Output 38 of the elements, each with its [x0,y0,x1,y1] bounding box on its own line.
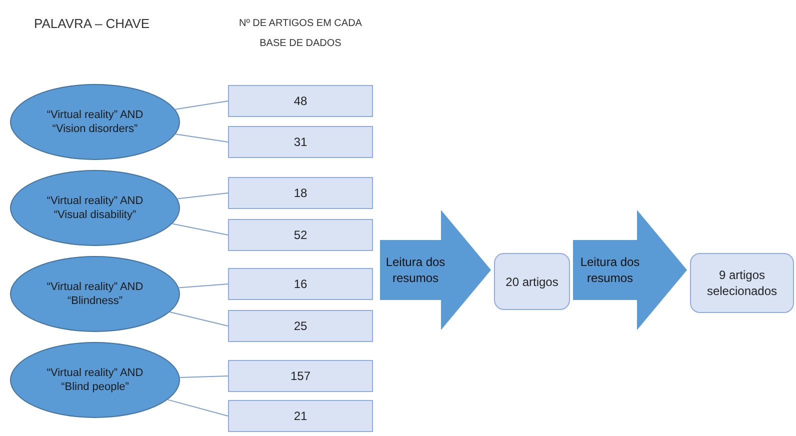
block-arrow [380,210,491,330]
node-text: 25 [294,318,308,335]
count-box [228,219,373,251]
connector-line [179,376,228,378]
count-box [228,400,373,432]
count-box [228,310,373,342]
connector-line [172,223,228,236]
node-text: 21 [294,408,308,425]
node-text: “Virtual reality” AND “Vision disorders” [46,108,144,136]
connector-line [176,192,228,200]
node-text: 20 artigos [506,274,558,290]
node-text: 31 [294,134,308,151]
connector-line [174,100,228,110]
node-text: 157 [290,368,311,385]
node-text: 48 [294,93,308,110]
node-text: 18 [294,185,308,202]
node-text: 9 artigos selecionados [706,267,778,299]
count-box [228,85,373,117]
node-text: “Virtual reality” AND “Visual disability” [46,194,144,222]
connector-line [167,399,228,416]
node-text: 52 [294,227,308,244]
connector-line [178,284,228,288]
edge-label: Leitura dos resumos [579,254,641,287]
node-text: “Virtual reality” AND “Blindness” [46,280,144,308]
count-box [228,126,373,158]
node-text: “Virtual reality” AND “Blind people” [46,366,144,394]
node-text: 16 [294,276,308,293]
edge-label: Leitura dos resumos [384,254,446,287]
block-arrow [573,210,687,330]
column-heading: PALAVRA – CHAVE [34,15,150,33]
count-box [228,360,373,392]
connector-line [175,134,228,142]
connector-line [169,312,228,326]
column-heading: Nº DE ARTIGOS EM CADA BASE DE DADOS [238,17,363,51]
result-box [690,253,794,313]
result-box [494,253,570,310]
count-box [228,177,373,209]
count-box [228,268,373,300]
